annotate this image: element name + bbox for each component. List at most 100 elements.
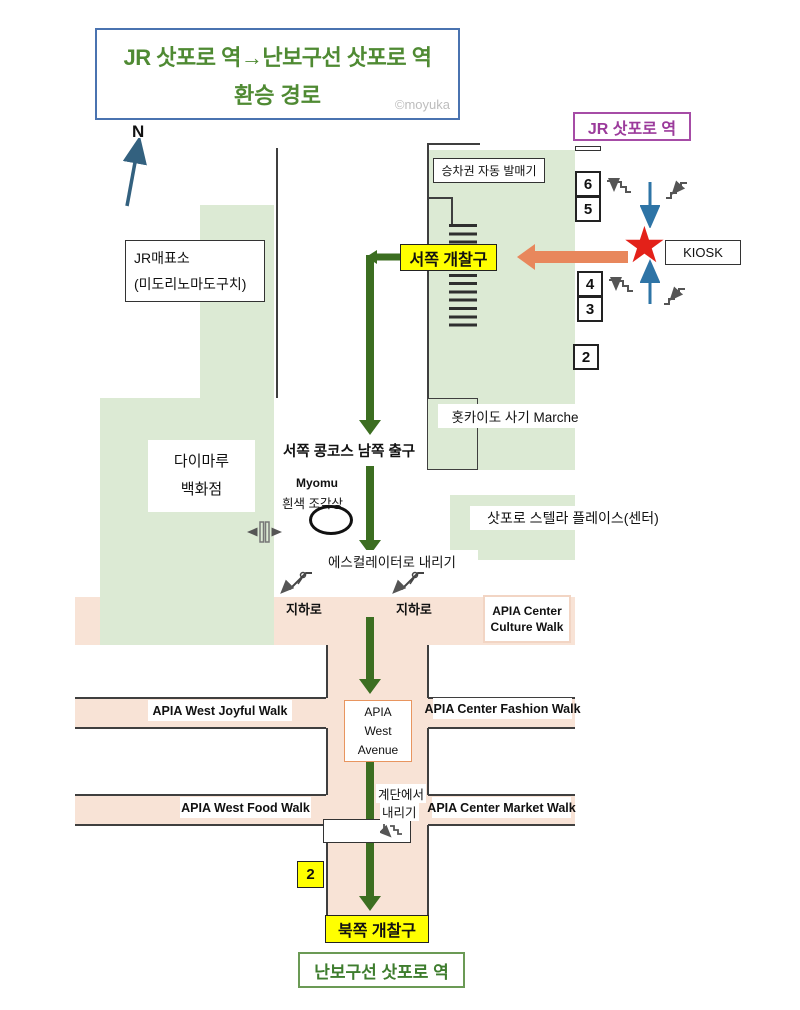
stairs-down-icon bbox=[609, 277, 633, 292]
marche-text: 홋카이도 사기 Marche bbox=[451, 410, 579, 425]
jr-office-line1: JR매표소 bbox=[134, 250, 190, 266]
band-edge bbox=[428, 794, 575, 796]
jr-station-label: JR 삿포로 역 bbox=[573, 112, 691, 141]
apia-avenue-line1: APIA bbox=[364, 704, 392, 719]
corridor-wall bbox=[427, 825, 429, 916]
apia-market-text: APIA Center Market Walk bbox=[427, 800, 576, 815]
west-concourse-label: 서쪽 콩코스 남쪽 출구 bbox=[283, 444, 416, 460]
underground-label-right: 지하로 bbox=[396, 602, 432, 617]
namboku-station-text: 난보구선 삿포로 역 bbox=[314, 962, 449, 982]
apia-fashion-text: APIA Center Fashion Walk bbox=[424, 701, 581, 716]
star-icon: ★ bbox=[622, 217, 667, 273]
underground-label-left: 지하로 bbox=[286, 602, 322, 617]
corridor-wall bbox=[326, 728, 328, 795]
apia-avenue-line3: Avenue bbox=[357, 742, 399, 757]
title-line1: JR 삿포로 역→난보구선 삿포로 역 bbox=[123, 45, 432, 70]
platform-edge-marker bbox=[575, 146, 601, 151]
wall-line bbox=[427, 143, 480, 145]
band-edge bbox=[428, 697, 575, 699]
title-line2: 환승 경로 bbox=[233, 83, 322, 108]
apia-food-walk-label: APIA West Food Walk bbox=[180, 797, 311, 818]
stairs-up-icon bbox=[666, 180, 687, 199]
west-gate-text: 서쪽 개찰구 bbox=[409, 251, 488, 269]
jr-office-line2: (미도리노마도구치) bbox=[134, 276, 247, 292]
apia-food-text: APIA West Food Walk bbox=[181, 800, 310, 815]
kiosk-text: KIOSK bbox=[683, 245, 723, 260]
stairs-down-icon bbox=[380, 824, 402, 838]
north-arrow-icon bbox=[122, 138, 147, 207]
stairs-up-icon bbox=[664, 286, 685, 305]
jr-ticket-office-box: JR매표소 (미도리노마도구치) bbox=[125, 240, 265, 302]
daimaru-line2: 백화점 bbox=[180, 481, 223, 498]
corridor-wall bbox=[427, 728, 429, 795]
band-edge bbox=[428, 824, 575, 826]
orange-arrow-shaft bbox=[534, 251, 628, 263]
route-arrow-segment-3 bbox=[366, 617, 374, 679]
platform-5-box: 5 bbox=[575, 196, 601, 222]
down-arrow-blue bbox=[640, 182, 660, 228]
stairs-box bbox=[323, 819, 411, 843]
apia-avenue-line2: West bbox=[364, 723, 392, 738]
apia-joyful-walk-label: APIA West Joyful Walk bbox=[148, 700, 292, 721]
route-arrow-head-4 bbox=[359, 896, 381, 911]
sculpture-ellipse bbox=[309, 505, 353, 535]
apia-culture-line1: APIA Center bbox=[492, 604, 562, 618]
apia-culture-line2: Culture Walk bbox=[490, 620, 564, 634]
north-gate-text: 북쪽 개찰구 bbox=[337, 923, 417, 940]
escalator-text: 에스컬레이터로 내리기 bbox=[328, 554, 456, 570]
stellar-place-text: 삿포로 스텔라 플레이스(센터) bbox=[487, 510, 659, 526]
daimaru-line1: 다이마루 bbox=[173, 453, 230, 470]
compass-label: N bbox=[132, 122, 145, 141]
west-gate-label: 서쪽 개찰구 bbox=[400, 244, 497, 271]
stairs-down-label-line1: 계단에서 bbox=[376, 784, 427, 803]
stairs-down-icon bbox=[607, 178, 631, 193]
apia-fashion-walk-label: APIA Center Fashion Walk bbox=[424, 698, 581, 719]
apia-market-walk-label: APIA Center Market Walk bbox=[427, 797, 576, 818]
wall-line bbox=[427, 197, 452, 199]
up-arrow-blue bbox=[640, 259, 660, 304]
kiosk-box: KIOSK bbox=[665, 240, 741, 265]
stairs-down-label-line2: 내리기 bbox=[380, 802, 419, 821]
band-edge bbox=[75, 727, 326, 729]
jr-station-text: JR 삿포로 역 bbox=[587, 120, 677, 138]
route-arrow-segment-1 bbox=[366, 255, 374, 420]
band-edge bbox=[75, 824, 326, 826]
escalator-label: 에스컬레이터로 내리기 bbox=[306, 550, 478, 571]
orange-arrow-head bbox=[517, 244, 535, 270]
marche-outline-box bbox=[427, 398, 478, 470]
route-arrow-head-1 bbox=[359, 420, 381, 435]
wall-line bbox=[451, 197, 453, 225]
corridor-wall bbox=[326, 825, 328, 916]
route-arrow-head-3 bbox=[359, 679, 381, 694]
myomu-label: Myomu bbox=[296, 476, 338, 490]
ticket-machine-text: 승차권 자동 발매기 bbox=[441, 164, 537, 178]
apia-west-avenue-box: APIA West Avenue bbox=[344, 700, 412, 762]
green-area-daimaru bbox=[100, 398, 274, 645]
exit-2-box: 2 bbox=[297, 861, 324, 888]
north-gate-label: 북쪽 개찰구 bbox=[325, 915, 429, 943]
escalator-icon bbox=[392, 571, 424, 594]
route-arrow-segment-2 bbox=[366, 466, 374, 540]
watermark: ©moyuka bbox=[394, 97, 450, 112]
band-edge bbox=[75, 697, 326, 699]
title-box: JR 삿포로 역→난보구선 삿포로 역 환승 경로 ©moyuka bbox=[95, 28, 460, 120]
platform-2-box: 2 bbox=[573, 344, 599, 370]
ticket-machine-label: 승차권 자동 발매기 bbox=[433, 158, 545, 183]
band-edge bbox=[75, 794, 326, 796]
platform-6-box: 6 bbox=[575, 171, 601, 197]
ticket-gate-stripes bbox=[449, 224, 477, 332]
green-area-marche bbox=[428, 390, 575, 470]
apia-culture-walk-box: APIA Center Culture Walk bbox=[483, 595, 571, 643]
corridor-wall bbox=[326, 645, 328, 698]
platform-3-box: 3 bbox=[577, 296, 603, 322]
stellar-place-label: 삿포로 스텔라 플레이스(센터) bbox=[470, 506, 676, 530]
platform-4-box: 4 bbox=[577, 271, 603, 297]
apia-joyful-text: APIA West Joyful Walk bbox=[152, 703, 288, 718]
corridor-wall bbox=[427, 645, 429, 698]
daimaru-label: 다이마루 백화점 bbox=[148, 440, 255, 512]
entrance-gate-icon bbox=[247, 521, 282, 543]
namboku-station-label: 난보구선 삿포로 역 bbox=[298, 952, 465, 988]
escalator-icon bbox=[280, 571, 312, 594]
band-edge bbox=[428, 727, 575, 729]
